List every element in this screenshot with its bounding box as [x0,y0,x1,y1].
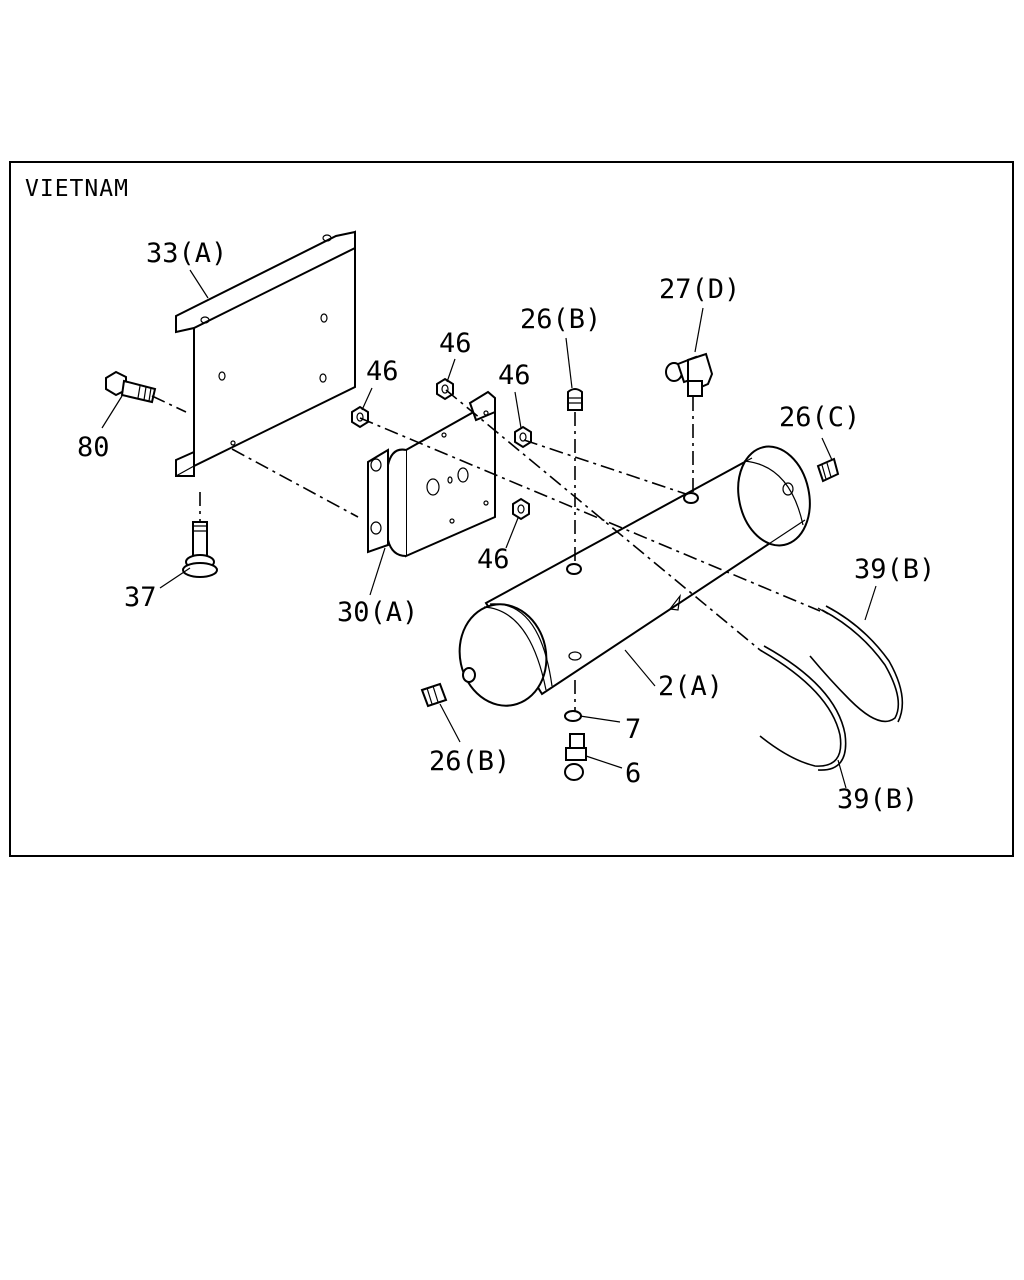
lower-bracket [367,390,496,558]
pipe-39b-lower [759,645,847,771]
callout-46-right: 46 [498,360,531,391]
nut-46-right [514,425,532,449]
pipe-39b-upper [809,605,904,723]
callout-6: 6 [625,758,641,789]
diagram-frame [9,161,1014,857]
fitting-26b-left [420,682,448,708]
fitting-26c [816,457,840,483]
bolt-37 [182,521,218,578]
callout-7: 7 [625,714,641,745]
callout-26c: 26(C) [779,402,860,433]
callout-80: 80 [77,432,110,463]
upper-bracket [175,230,356,477]
callout-33a: 33(A) [146,238,227,269]
callout-27d: 27(D) [659,274,740,305]
callout-39b-upper: 39(B) [854,554,935,585]
air-tank [458,445,811,707]
center-lines [151,389,821,712]
washer-7 [564,710,582,722]
fitting-26b-top [567,388,583,411]
region-label: VIETNAM [25,176,129,202]
elbow-27d [665,352,714,397]
nut-46-bottom [512,497,530,521]
callout-37: 37 [124,582,157,613]
callout-labels: 33(A) 80 37 30(A) 46 46 46 46 26(B) 27(D… [77,238,935,815]
nut-46-left [351,405,369,429]
callout-46-mid: 46 [439,328,472,359]
leader-lines [101,269,877,789]
callout-30a: 30(A) [337,597,418,628]
callout-46-left: 46 [366,356,399,387]
callout-39b-lower: 39(B) [837,784,918,815]
callout-26b-left: 26(B) [429,746,510,777]
callout-2a: 2(A) [658,671,723,702]
callout-46-bottom: 46 [477,544,510,575]
drain-valve-6 [564,733,587,781]
bolt-80 [105,370,157,404]
callout-26b-top: 26(B) [520,304,601,335]
nut-46-mid [436,377,454,401]
